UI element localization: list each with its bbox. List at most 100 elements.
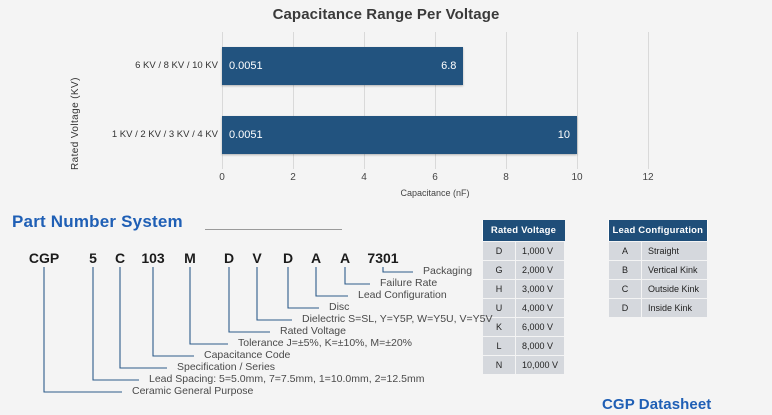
lead-configuration-table-header: Lead Configuration <box>608 220 708 242</box>
callout-label: Packaging <box>423 265 473 277</box>
callout-label: Capacitance Code <box>204 349 291 361</box>
callout-leader-line <box>189 267 228 345</box>
chart-bar: 0.0051 6.8 <box>222 47 464 86</box>
callout-leader-line <box>315 267 348 297</box>
chart-gridline <box>506 32 507 169</box>
table-cell-value: Inside Kink <box>641 298 708 318</box>
table-cell-value: 1,000 V <box>514 241 566 261</box>
callout-leader-line <box>228 267 270 333</box>
x-axis-tick-label: 12 <box>642 172 654 183</box>
table-cell-code: K <box>482 317 516 337</box>
heading-divider <box>205 229 342 230</box>
chart-gridline <box>435 32 436 169</box>
callout-label: Lead Spacing: 5=5.0mm, 7=7.5mm, 1=10.0mm… <box>149 373 425 385</box>
table-cell-code: C <box>608 279 642 299</box>
part-number-segment: A <box>339 250 351 266</box>
callout-label: Failure Rate <box>380 277 438 289</box>
table-cell-value: Vertical Kink <box>641 260 708 280</box>
bar-min-value-label: 0.0051 <box>229 60 263 73</box>
callout-leader-line <box>382 267 413 273</box>
table-cell-code: N <box>482 355 516 375</box>
table-cell-value: 2,000 V <box>514 260 566 280</box>
part-number-segment: A <box>310 250 322 266</box>
part-number-segment: 103 <box>141 250 165 266</box>
callout-leader-line <box>92 267 139 381</box>
y-axis-title: Rated Voltage (KV) <box>60 30 81 170</box>
part-number-segment: 7301 <box>367 250 399 266</box>
callout-leader-line <box>256 267 292 321</box>
callout-leader-line <box>287 267 319 309</box>
x-axis-tick-label: 2 <box>290 172 296 183</box>
chart-gridline <box>577 32 578 169</box>
bar-max-value-label: 6.8 <box>441 60 457 73</box>
part-number-segment: D <box>282 250 294 266</box>
callout-leader-lines <box>43 267 413 393</box>
callout-leader-line <box>43 267 122 393</box>
y-axis-title-text: Rated Voltage (KV) <box>70 77 81 170</box>
x-axis-tick-label: 10 <box>571 172 583 183</box>
y-axis-category-label: 1 KV / 2 KV / 3 KV / 4 KV <box>111 128 218 140</box>
table-cell-value: 6,000 V <box>514 317 566 337</box>
table-cell-value: 3,000 V <box>514 279 566 299</box>
table-cell-code: B <box>608 260 642 280</box>
callout-label: Tolerance J=±5%, K=±10%, M=±20% <box>238 337 413 349</box>
x-axis-tick-label: 4 <box>361 172 367 183</box>
table-cell-value: Straight <box>641 241 708 261</box>
x-axis-tick-label: 8 <box>503 172 509 183</box>
table-cell-value: 8,000 V <box>514 336 566 356</box>
chart-gridline <box>364 32 365 169</box>
cgp-datasheet-link[interactable]: CGP Datasheet <box>602 396 712 413</box>
table-cell-code: H <box>482 279 516 299</box>
y-axis-category-label: 6 KV / 8 KV / 10 KV <box>135 60 218 72</box>
callout-leader-line <box>152 267 194 357</box>
callout-label: Ceramic General Purpose <box>132 385 254 397</box>
part-number-segment: M <box>184 250 196 266</box>
table-cell-value: 4,000 V <box>514 298 566 318</box>
part-number-segment: CGP <box>28 250 60 266</box>
callout-label: Disc <box>329 301 350 313</box>
callout-label: Lead Configuration <box>358 289 447 301</box>
part-number-segment: 5 <box>89 250 97 266</box>
callout-leader-line <box>119 267 167 369</box>
callout-label: Dielectric S=SL, Y=Y5P, W=Y5U, V=Y5V <box>302 313 493 325</box>
capacitance-chart-panel: Capacitance Range Per Voltage Rated Volt… <box>60 6 654 198</box>
chart-gridline <box>293 32 294 169</box>
chart-gridline <box>222 32 223 169</box>
table-cell-code: G <box>482 260 516 280</box>
callout-leader-line <box>344 267 370 285</box>
bar-max-value-label: 10 <box>557 128 570 141</box>
part-number-segment: C <box>114 250 126 266</box>
chart-bar: 0.0051 10 <box>222 115 577 154</box>
rated-voltage-table-header: Rated Voltage <box>482 220 565 242</box>
chart-gridline <box>648 32 649 169</box>
callout-label: Specification / Series <box>177 361 276 373</box>
x-axis-tick-label: 6 <box>432 172 438 183</box>
table-cell-value: Outside Kink <box>641 279 708 299</box>
table-cell-value: 10,000 V <box>514 355 566 375</box>
x-axis-title: Capacitance (nF) <box>400 188 470 198</box>
table-cell-code: D <box>608 298 642 318</box>
bar-min-value-label: 0.0051 <box>229 128 263 141</box>
x-axis-tick-label: 0 <box>219 172 225 183</box>
chart-title: Capacitance Range Per Voltage <box>272 6 500 23</box>
table-cell-code: L <box>482 336 516 356</box>
part-number-segment: D <box>223 250 235 266</box>
table-cell-code: A <box>608 241 642 261</box>
chart-plot-area: 0.0051 6.8 0.0051 10 <box>222 32 649 169</box>
